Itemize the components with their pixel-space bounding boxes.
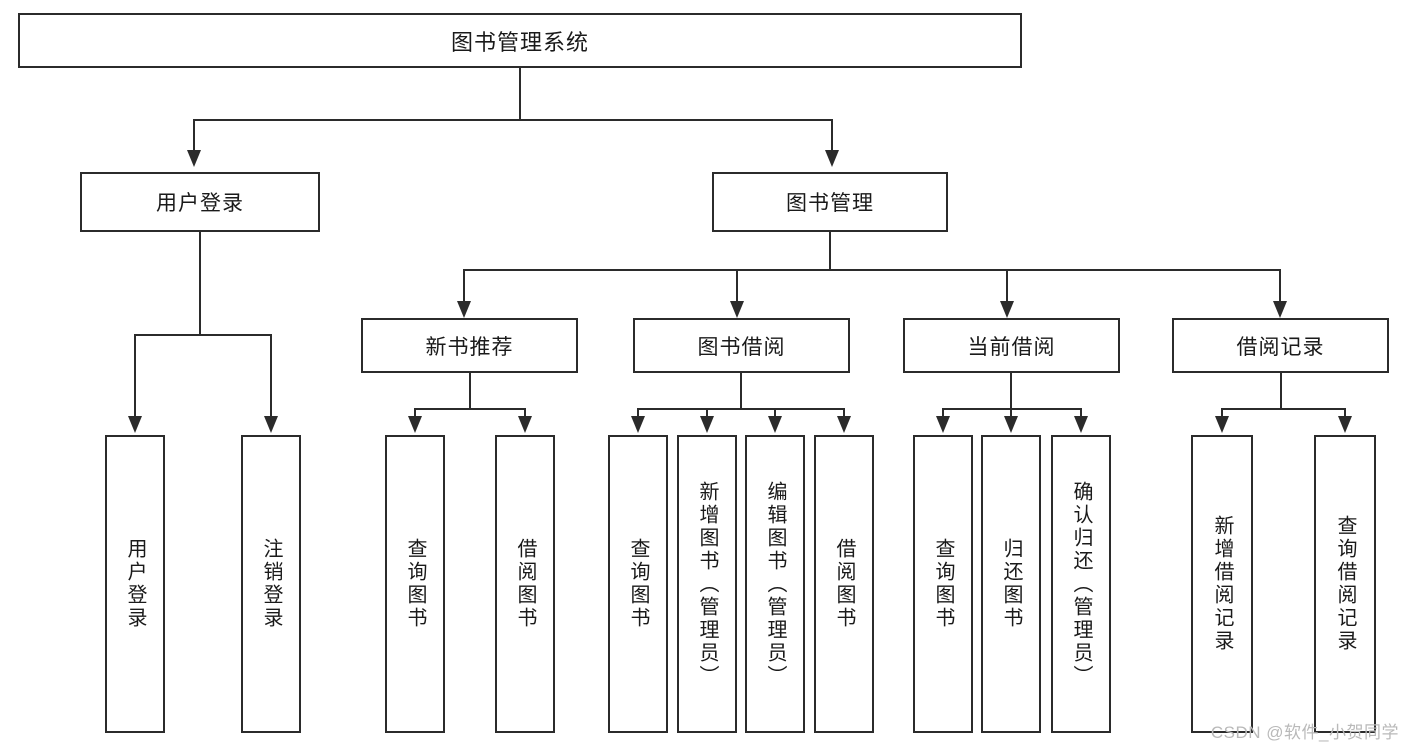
connector-current-borrow-drop-1 <box>942 408 944 418</box>
leaf-logout-login[interactable]: 注销登录 <box>241 435 301 733</box>
connector-new-book-bus <box>414 408 526 410</box>
leaf-query-record[interactable]: 查询借阅记录 <box>1314 435 1376 733</box>
arrowhead-leaf-query-book-2 <box>631 416 645 433</box>
connector-book-borrow-stem <box>740 373 742 409</box>
arrowhead-leaf-borrow-book-2 <box>837 416 851 433</box>
node-current-borrow[interactable]: 当前借阅 <box>903 318 1120 373</box>
leaf-label: 新增图书（管理员） <box>696 480 718 688</box>
connector-user-login-bus <box>134 334 272 336</box>
connector-book-borrow-drop-4 <box>843 408 845 418</box>
leaf-query-book-3[interactable]: 查询图书 <box>913 435 973 733</box>
node-label: 当前借阅 <box>967 335 1056 359</box>
leaf-add-book[interactable]: 新增图书（管理员） <box>677 435 737 733</box>
leaf-label: 确认归还（管理员） <box>1070 480 1092 688</box>
leaf-edit-book[interactable]: 编辑图书（管理员） <box>745 435 805 733</box>
connector-to-new-book-recommend <box>463 269 465 303</box>
connector-new-book-drop-2 <box>524 408 526 418</box>
connector-new-book-drop-1 <box>414 408 416 418</box>
node-book-management-system[interactable]: 图书管理系统 <box>18 13 1022 68</box>
node-label: 用户登录 <box>156 192 244 215</box>
leaf-label: 查询图书 <box>932 538 954 630</box>
connector-to-book-management <box>831 119 833 152</box>
connector-to-current-borrow <box>1006 269 1008 303</box>
leaf-label: 查询借阅记录 <box>1334 515 1356 653</box>
connector-to-user-login <box>193 119 195 152</box>
arrowhead-leaf-user-login <box>128 416 142 433</box>
connector-user-login-drop-2 <box>270 334 272 418</box>
leaf-label: 归还图书 <box>1000 538 1022 630</box>
node-book-borrow[interactable]: 图书借阅 <box>633 318 850 373</box>
connector-borrow-record-bus <box>1221 408 1346 410</box>
connector-borrow-record-drop-2 <box>1344 408 1346 418</box>
connector-to-borrow-record <box>1279 269 1281 303</box>
node-book-management[interactable]: 图书管理 <box>712 172 948 232</box>
arrowhead-leaf-add-record <box>1215 416 1229 433</box>
node-label: 图书管理系统 <box>450 29 589 55</box>
leaf-label: 借阅图书 <box>833 538 855 630</box>
connector-current-borrow-bus <box>942 408 1082 410</box>
connector-borrow-record-drop-1 <box>1221 408 1223 418</box>
connector-root-stem <box>519 68 521 120</box>
node-label: 图书管理 <box>786 192 874 215</box>
connector-book-borrow-bus <box>637 408 845 410</box>
leaf-add-record[interactable]: 新增借阅记录 <box>1191 435 1253 733</box>
leaf-label: 编辑图书（管理员） <box>764 480 786 688</box>
connector-borrow-record-stem <box>1280 373 1282 409</box>
leaf-query-book-1[interactable]: 查询图书 <box>385 435 445 733</box>
arrowhead-leaf-add-book <box>700 416 714 433</box>
leaf-return-book[interactable]: 归还图书 <box>981 435 1041 733</box>
node-label: 借阅记录 <box>1236 335 1325 359</box>
leaf-confirm-return[interactable]: 确认归还（管理员） <box>1051 435 1111 733</box>
leaf-label: 查询图书 <box>627 538 649 630</box>
arrowhead-leaf-query-record <box>1338 416 1352 433</box>
arrowhead-new-book-recommend <box>457 301 471 318</box>
leaf-borrow-book-2[interactable]: 借阅图书 <box>814 435 874 733</box>
leaf-label: 查询图书 <box>404 538 426 630</box>
arrowhead-leaf-edit-book <box>768 416 782 433</box>
arrowhead-book-borrow <box>730 301 744 318</box>
connector-user-login-drop-1 <box>134 334 136 418</box>
arrowhead-leaf-logout-login <box>264 416 278 433</box>
node-new-book-recommend[interactable]: 新书推荐 <box>361 318 578 373</box>
connector-book-management-stem <box>829 232 831 271</box>
arrowhead-leaf-confirm-return <box>1074 416 1088 433</box>
node-borrow-record[interactable]: 借阅记录 <box>1172 318 1389 373</box>
connector-book-borrow-drop-1 <box>637 408 639 418</box>
connector-user-login-stem <box>199 232 201 335</box>
arrowhead-user-login <box>187 150 201 167</box>
leaf-user-login[interactable]: 用户登录 <box>105 435 165 733</box>
leaf-borrow-book-1[interactable]: 借阅图书 <box>495 435 555 733</box>
arrowhead-leaf-return-book <box>1004 416 1018 433</box>
connector-level2-bus <box>193 119 833 121</box>
arrowhead-leaf-query-book-3 <box>936 416 950 433</box>
arrowhead-current-borrow <box>1000 301 1014 318</box>
watermark-text: CSDN @软件_小贺同学 <box>1210 723 1399 742</box>
connector-book-borrow-drop-3 <box>774 408 776 418</box>
connector-current-borrow-stem <box>1010 373 1012 409</box>
connector-level3-bus <box>463 269 1281 271</box>
leaf-label: 注销登录 <box>260 538 282 630</box>
arrowhead-book-management <box>825 150 839 167</box>
arrowhead-borrow-record <box>1273 301 1287 318</box>
leaf-query-book-2[interactable]: 查询图书 <box>608 435 668 733</box>
node-label: 新书推荐 <box>425 335 514 359</box>
node-user-login[interactable]: 用户登录 <box>80 172 320 232</box>
connector-new-book-stem <box>469 373 471 409</box>
leaf-label: 用户登录 <box>124 538 146 630</box>
leaf-label: 借阅图书 <box>514 538 536 630</box>
node-label: 图书借阅 <box>697 335 786 359</box>
connector-book-borrow-drop-2 <box>706 408 708 418</box>
arrowhead-leaf-query-book-1 <box>408 416 422 433</box>
connector-current-borrow-drop-2 <box>1010 408 1012 418</box>
leaf-label: 新增借阅记录 <box>1211 515 1233 653</box>
arrowhead-leaf-borrow-book-1 <box>518 416 532 433</box>
connector-to-book-borrow <box>736 269 738 303</box>
connector-current-borrow-drop-3 <box>1080 408 1082 418</box>
